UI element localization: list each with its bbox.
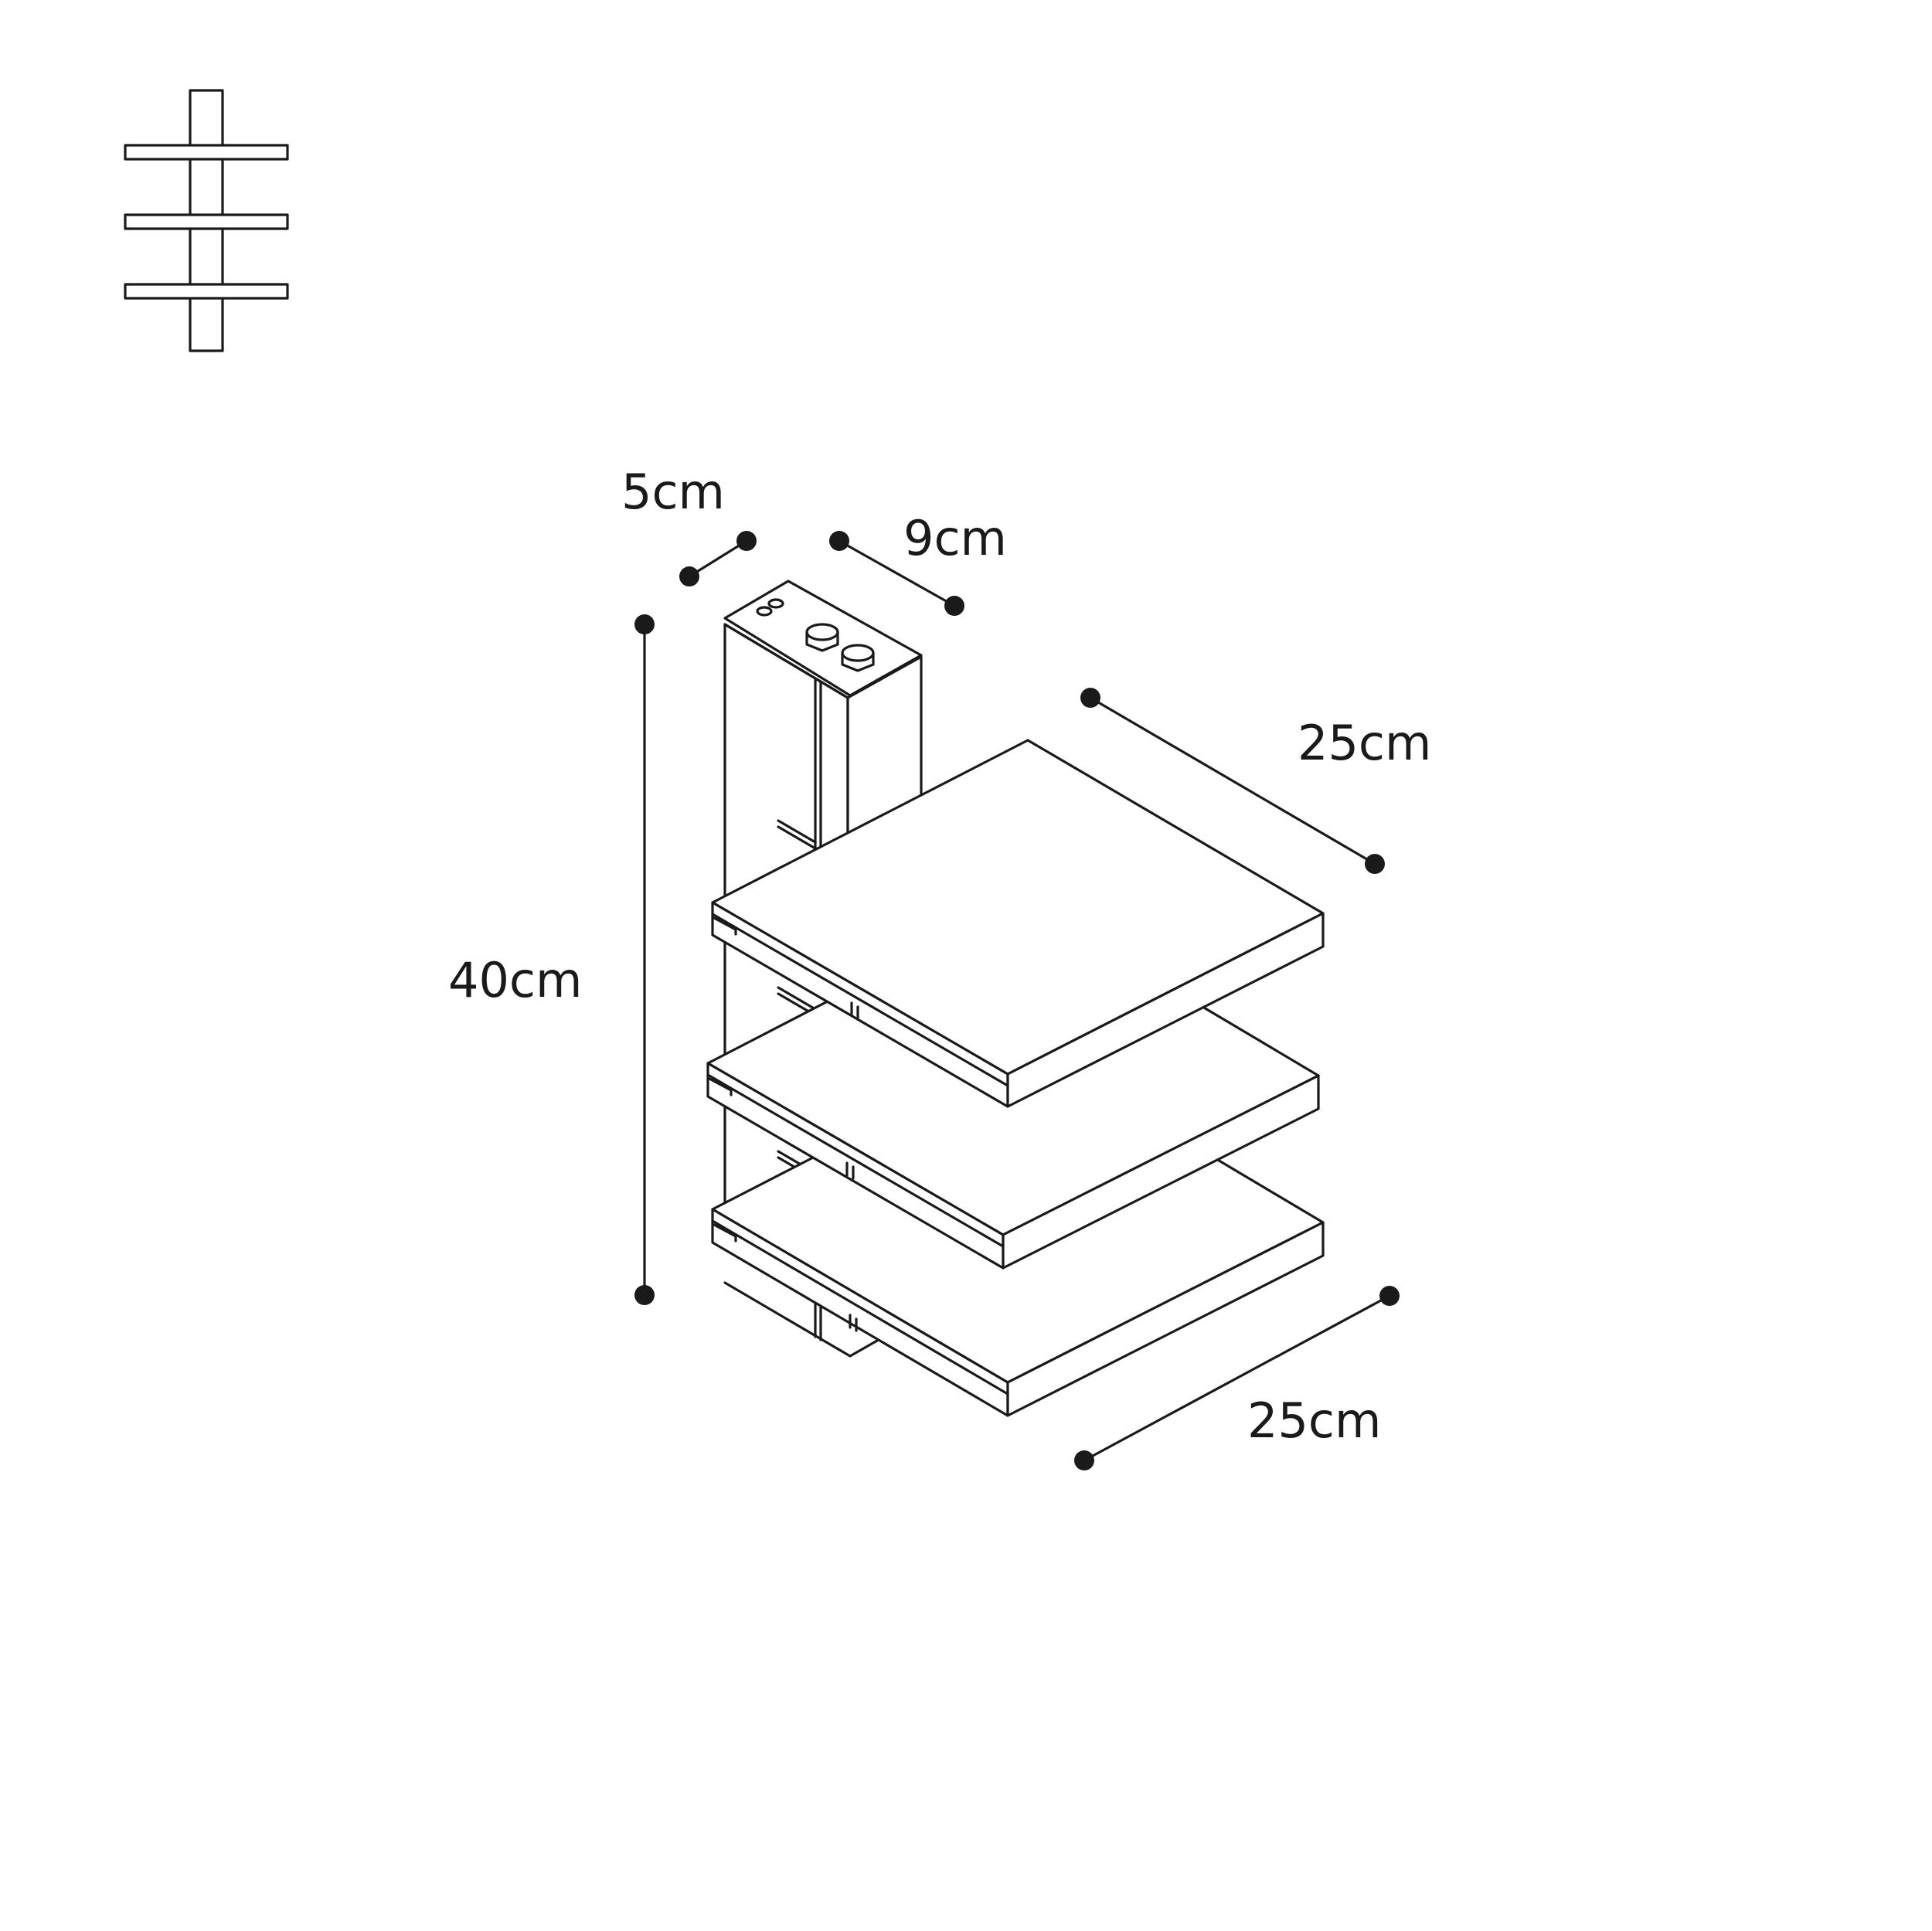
dimension-shelf-depth: 25cm <box>1080 688 1431 874</box>
dimension-mount-width: 9cm <box>829 510 1007 616</box>
dimension-label: 5cm <box>621 464 725 520</box>
dimension-label: 25cm <box>1247 1392 1381 1449</box>
dimension-mount-depth: 5cm <box>621 464 757 586</box>
screw-icon <box>756 598 784 617</box>
dimension-label: 9cm <box>903 510 1007 566</box>
dimension-label: 40cm <box>448 952 582 1008</box>
shelf-top <box>711 739 1325 1108</box>
dimension-label: 25cm <box>1298 715 1431 771</box>
dimension-height: 40cm <box>448 614 655 1305</box>
shelf-front-view-icon <box>124 89 289 352</box>
dimension-shelf-width: 25cm <box>1074 1286 1400 1470</box>
bolt-icon <box>805 623 839 652</box>
bolt-icon <box>841 644 875 672</box>
